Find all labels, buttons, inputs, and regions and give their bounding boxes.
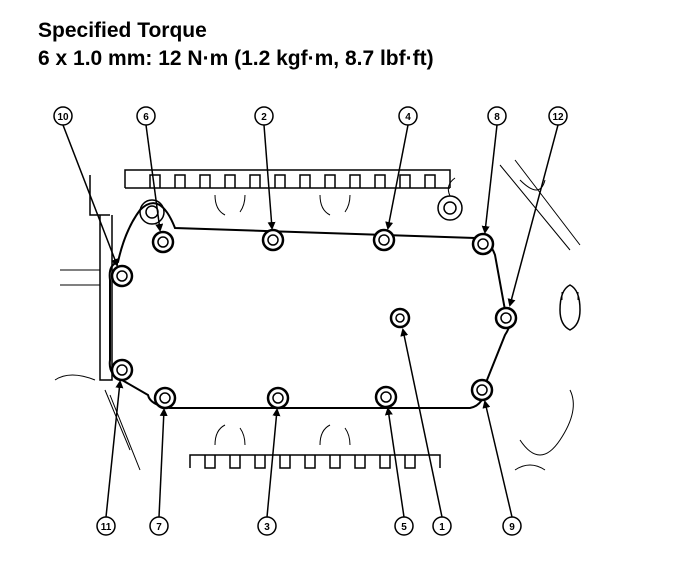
svg-text:2: 2 <box>261 112 267 123</box>
callout-4: 4 <box>398 106 418 126</box>
svg-text:1: 1 <box>439 522 445 533</box>
callout-3: 3 <box>257 516 277 536</box>
callout-12: 12 <box>548 106 568 126</box>
svg-text:5: 5 <box>401 522 407 533</box>
callout-11: 11 <box>96 516 116 536</box>
bolt-1 <box>389 307 411 329</box>
callout-6: 6 <box>136 106 156 126</box>
svg-text:9: 9 <box>509 522 515 533</box>
engine-background <box>54 159 581 471</box>
callout-5: 5 <box>394 516 414 536</box>
bolt-3 <box>266 386 290 410</box>
callout-10: 10 <box>53 106 73 126</box>
bolt-12 <box>494 306 518 330</box>
callout-9: 9 <box>502 516 522 536</box>
callout-2: 2 <box>254 106 274 126</box>
svg-text:8: 8 <box>494 112 500 123</box>
svg-text:10: 10 <box>57 112 69 123</box>
bolts <box>110 228 518 410</box>
callout-1: 1 <box>432 516 452 536</box>
torque-heading: Specified Torque 6 x 1.0 mm: 12 N·m (1.2… <box>38 18 434 73</box>
heading-title: Specified Torque <box>38 19 207 42</box>
bolt-7 <box>153 386 177 410</box>
bolt-2 <box>261 228 285 252</box>
bolt-8 <box>471 232 495 256</box>
bolt-4 <box>372 228 396 252</box>
svg-text:11: 11 <box>101 522 112 533</box>
svg-text:7: 7 <box>156 522 162 533</box>
callout-7: 7 <box>149 516 169 536</box>
svg-text:4: 4 <box>405 112 411 123</box>
bolt-6 <box>151 230 175 254</box>
bolt-10 <box>110 264 134 288</box>
bolt-9 <box>470 378 494 402</box>
leader-lines <box>62 124 559 518</box>
bolt-5 <box>374 385 398 409</box>
callouts: 10 6 2 4 8 12 11 7 3 5 1 9 <box>53 106 568 536</box>
svg-text:6: 6 <box>143 112 149 123</box>
torque-spec: 6 x 1.0 mm: 12 N·m (1.2 kgf·m, 8.7 lbf·f… <box>38 47 434 71</box>
bolt-11 <box>110 358 134 382</box>
svg-text:12: 12 <box>552 112 564 123</box>
svg-text:3: 3 <box>264 522 270 533</box>
callout-8: 8 <box>487 106 507 126</box>
